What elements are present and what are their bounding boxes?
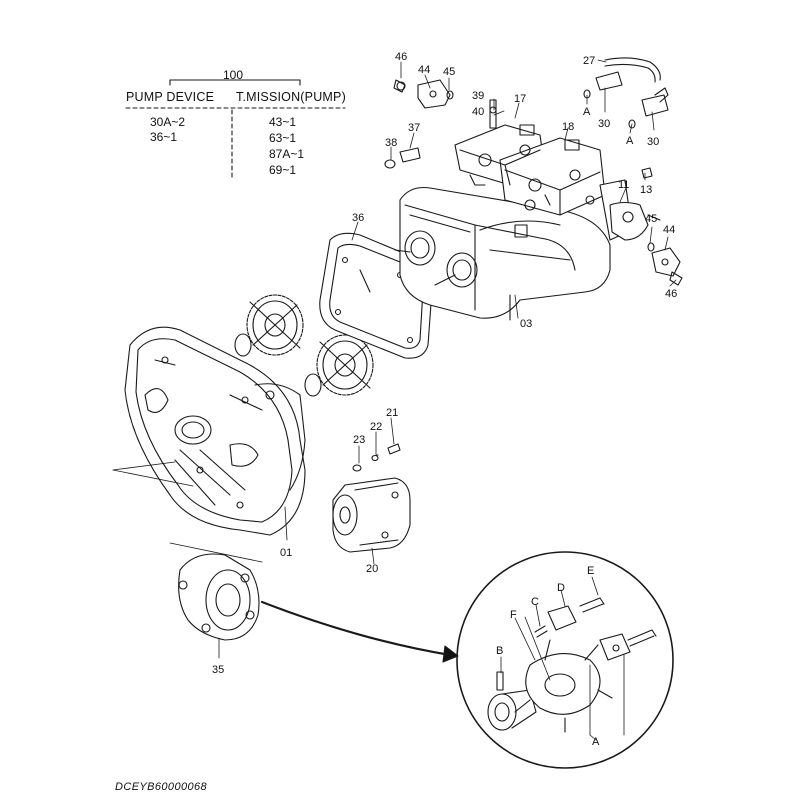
callout-A: A [626,135,634,147]
callout-39: 39 [472,90,484,102]
callout-45: 45 [645,213,657,225]
callout-38: 38 [385,137,397,149]
callout-11: 11 [618,179,629,191]
callout-44: 44 [418,64,430,76]
callout-03: 03 [520,318,532,330]
callout-21: 21 [386,407,398,419]
regulator-assembly-17-18 [454,124,606,216]
detail-pointer [260,600,452,657]
callout-30: 30 [647,136,659,148]
callout-B: B [496,645,503,657]
callout-45: 45 [443,66,455,78]
callout-C: C [531,596,539,608]
callout-leaders [218,59,677,741]
pump-device-header: PUMP DEVICE [126,90,215,104]
callout-E: E [587,565,594,577]
callout-A: A [592,736,600,748]
callout-36: 36 [352,212,364,224]
transmission-row: 69~1 [269,163,297,177]
callout-17: 17 [514,93,526,105]
gear-upper [246,294,304,356]
gear-pump-20 [332,443,411,553]
callout-40: 40 [472,106,484,118]
callout-30: 30 [598,118,610,130]
transmission-row: 63~1 [269,131,297,145]
callout-37: 37 [408,122,420,134]
callout-22: 22 [370,421,382,433]
callout-44: 44 [663,224,675,236]
callout-D: D [557,582,565,594]
housing-leaders [112,461,288,563]
pump-device-row: 36~1 [150,130,178,144]
callout-18: 18 [562,121,574,133]
pipe-fittings-27-30 [583,57,669,129]
callout-F: F [510,609,517,621]
small-parts-right [641,167,683,286]
pump-device-row: 30A~2 [150,115,186,129]
table-lines [125,79,346,179]
transmission-row: 87A~1 [269,147,305,161]
flywheel-housing-01 [124,326,306,536]
callout-23: 23 [353,434,365,446]
callout-27: 27 [583,55,595,67]
callout-20: 20 [366,563,378,575]
callout-01: 01 [280,547,292,559]
detail-pointer-arrowhead [442,645,459,663]
coupling-35 [178,553,260,641]
callout-46: 46 [395,51,407,63]
table-group-number: 100 [222,68,244,82]
callout-A: A [583,106,591,118]
callout-13: 13 [640,184,652,196]
callout-35: 35 [212,664,224,676]
drawing-id-caption: DCEYB60000068 [115,781,208,793]
transmission-row: 43~1 [269,115,297,129]
main-pump-03 [394,186,611,321]
small-parts-upper [384,79,497,169]
gear-lower [316,334,374,396]
snap-rings [234,333,322,397]
callout-labels: 46 44 45 39 40 17 27 A 30 18 A 30 38 37 … [212,51,677,748]
right-cover-11 [599,179,661,241]
callout-46: 46 [665,288,677,300]
transmission-header: T.MISSION(PUMP) [236,90,346,104]
coupling-detail-view [456,551,674,769]
